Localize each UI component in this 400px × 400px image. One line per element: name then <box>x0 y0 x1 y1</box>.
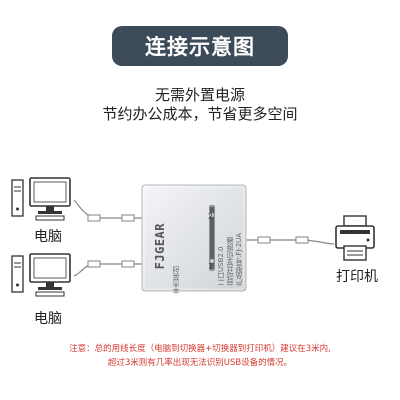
computer-icon <box>11 253 71 297</box>
switch-brand-text: FJGEAR <box>153 222 167 270</box>
switch-port-2: 2 <box>208 212 214 221</box>
printer-icon <box>335 215 375 261</box>
computer-label-2: 电脑 <box>34 311 62 327</box>
usb-plug-pc2-b <box>121 260 135 268</box>
usb-plug-pc2-a <box>87 260 101 268</box>
cable-pc2 <box>73 263 150 277</box>
computer-label-1: 电脑 <box>34 229 62 245</box>
usb-plug-pc1-b <box>121 214 135 222</box>
subtitle-line-2: 节约办公成本，节省更多空间 <box>102 105 298 123</box>
usb-plug-printer-b <box>295 236 309 244</box>
computer-icon <box>11 177 71 221</box>
note-line-1: 注意：总的用线长度（电脑到切换器+切换器到打印机）建议在3米内, <box>69 344 331 354</box>
usb-plug-pc1-a <box>87 214 101 222</box>
usb-switch-device <box>141 184 247 292</box>
switch-brand-cn: 丰杰英创 <box>173 266 180 294</box>
printer-label: 打印机 <box>336 269 378 285</box>
cable-pc1 <box>73 199 150 219</box>
switch-brand: FJGEAR <box>148 208 172 284</box>
usb-plug-printer-a <box>257 236 271 244</box>
switch-label-line3: 产品型号:FJ-2UA <box>236 232 243 286</box>
note-line-2: 超过3米则有几率出现无法识别USB设备的情况。 <box>107 358 293 368</box>
subtitle-line-1: 无需外置电源 <box>154 86 245 104</box>
diagram-title: 连接示意图 <box>112 26 288 66</box>
switch-port-1: 1 <box>208 262 214 271</box>
